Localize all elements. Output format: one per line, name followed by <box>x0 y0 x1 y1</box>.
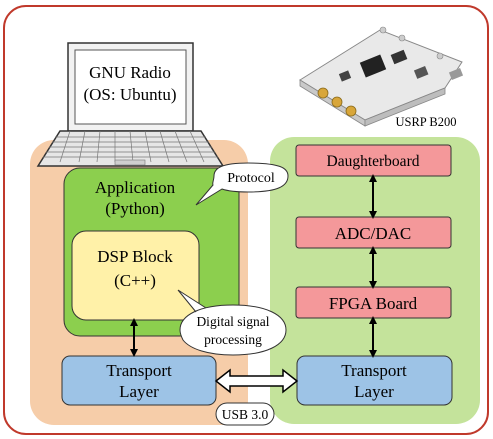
usb-label: USB 3.0 <box>222 407 269 422</box>
application-label-line2: (Python) <box>105 199 165 218</box>
protocol-callout <box>195 162 289 206</box>
adc-dac-label: ADC/DAC <box>335 224 412 243</box>
host-transport-label-line1: Transport <box>106 361 172 380</box>
dsp-label-line1: DSP Block <box>97 247 173 266</box>
protocol-callout-label: Protocol <box>227 171 275 186</box>
usb-link-arrow <box>214 368 299 394</box>
device-transport-label-line2: Layer <box>354 382 394 401</box>
usrp-board-image <box>299 26 464 127</box>
dsp-callout-line1: Digital signal <box>196 314 269 329</box>
application-label-line1: Application <box>95 178 176 197</box>
dsp-callout <box>177 289 287 356</box>
dsp-callout-line2: processing <box>204 332 262 347</box>
laptop-label-line1: GNU Radio <box>89 63 171 82</box>
laptop-label-line2: (OS: Ubuntu) <box>83 85 176 104</box>
device-transport-label-line1: Transport <box>341 361 407 380</box>
usrp-label: USRP B200 <box>395 115 456 129</box>
dsp-label-line2: (C++) <box>114 271 156 290</box>
laptop-icon <box>36 42 225 167</box>
host-transport-label-line2: Layer <box>119 382 159 401</box>
daughterboard-label: Daughterboard <box>327 153 420 170</box>
fpga-label: FPGA Board <box>329 294 418 313</box>
usb-label-box <box>215 402 275 426</box>
